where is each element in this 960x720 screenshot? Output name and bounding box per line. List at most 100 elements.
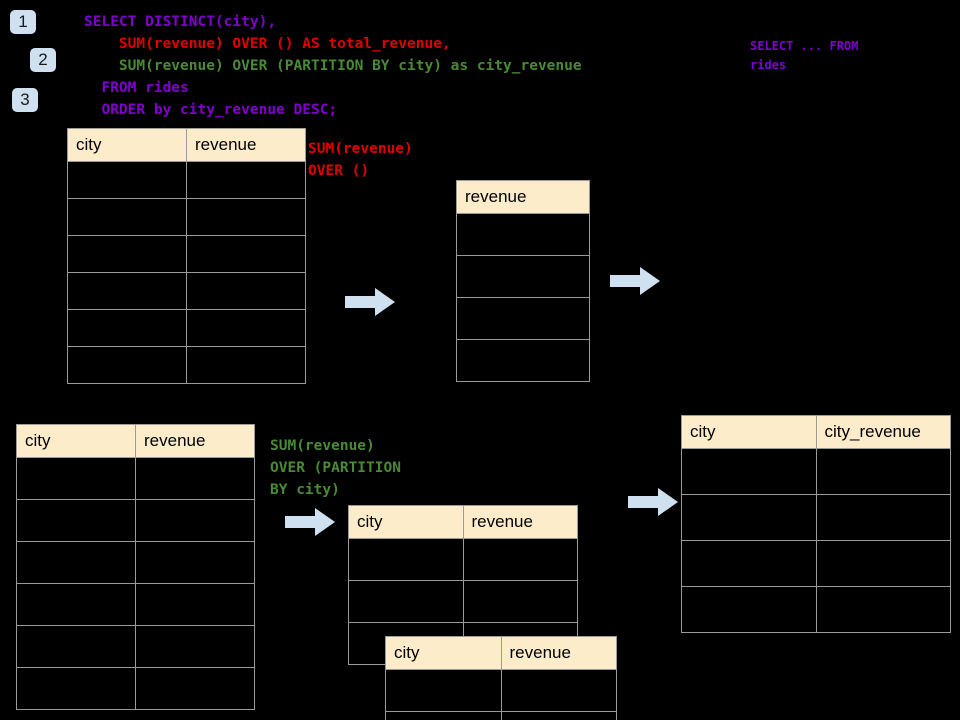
table-row — [348, 538, 578, 581]
table-cell — [67, 346, 187, 384]
column-header-city: city — [385, 636, 502, 670]
table-cell — [186, 346, 306, 384]
sql-line-city-revenue: SUM(revenue) OVER (PARTITION BY city) as… — [84, 58, 582, 74]
table-cell — [135, 541, 255, 584]
table-cell — [385, 669, 502, 712]
table-row — [16, 457, 255, 500]
total-revenue-annotation: SUM(revenue) OVER () — [308, 141, 413, 179]
table-cell — [135, 583, 255, 626]
table-row — [67, 235, 306, 273]
table-cell — [500, 669, 617, 712]
sql-line-select: SELECT DISTINCT(city), — [84, 14, 277, 30]
table-row — [456, 213, 590, 256]
table-header-row: city revenue — [67, 128, 306, 162]
table-cell — [186, 235, 306, 273]
table-cell — [681, 448, 817, 495]
table-row — [385, 711, 617, 720]
table-row — [16, 583, 255, 626]
column-header-city: city — [348, 505, 464, 539]
table-row — [681, 448, 951, 495]
table-cell — [16, 541, 136, 584]
table-row — [681, 494, 951, 541]
table-cell — [348, 580, 464, 623]
table-cell — [67, 161, 187, 199]
table-header-row: city revenue — [16, 424, 255, 458]
table-cell — [681, 586, 817, 633]
table-cell — [462, 580, 578, 623]
table-cell — [67, 272, 187, 310]
table-row — [16, 667, 255, 710]
table-header-row: city revenue — [348, 505, 578, 539]
table-cell — [456, 339, 590, 382]
table-row — [16, 499, 255, 542]
table-row — [456, 339, 590, 382]
table-header-row: city revenue — [385, 636, 617, 670]
final-result-table: city city_revenue — [681, 415, 951, 633]
table-row — [16, 541, 255, 584]
table-cell — [681, 540, 817, 587]
table-cell — [67, 309, 187, 347]
step-badge-2: 2 — [30, 48, 56, 72]
table-header-row: revenue — [456, 180, 590, 214]
table-row — [67, 346, 306, 384]
table-cell — [348, 538, 464, 581]
table-cell — [135, 499, 255, 542]
sql-line-total-revenue: SUM(revenue) OVER () AS total_revenue, — [84, 36, 451, 52]
city-revenue-annotation: SUM(revenue) OVER (PARTITION BY city) — [270, 438, 401, 498]
rides-source-table: city revenue — [67, 128, 306, 384]
column-header-city: city — [681, 415, 817, 449]
table-row — [456, 255, 590, 298]
table-cell — [16, 625, 136, 668]
table-cell — [186, 161, 306, 199]
table-cell — [815, 586, 951, 633]
table-cell — [135, 457, 255, 500]
column-header-revenue: revenue — [456, 180, 590, 214]
sql-line-from: FROM rides — [84, 80, 189, 96]
table-cell — [456, 255, 590, 298]
table-cell — [135, 625, 255, 668]
column-header-revenue: revenue — [135, 424, 255, 458]
table-row — [348, 580, 578, 623]
table-cell — [16, 457, 136, 500]
table-row — [385, 669, 617, 712]
arrow-partition-to-result — [628, 488, 678, 521]
table-cell — [67, 235, 187, 273]
table-cell — [385, 711, 502, 720]
table-row — [67, 272, 306, 310]
sql-line-order-by: ORDER by city_revenue DESC; — [84, 102, 338, 118]
column-header-revenue: revenue — [500, 636, 617, 670]
column-header-city: city — [67, 128, 187, 162]
arrow-source-to-partition — [285, 508, 335, 541]
step-badge-1: 1 — [10, 10, 36, 34]
table-row — [67, 198, 306, 236]
column-header-city-revenue: city_revenue — [815, 415, 951, 449]
table-cell — [681, 494, 817, 541]
table-row — [681, 586, 951, 633]
arrow-source-to-total — [345, 288, 395, 321]
table-row — [456, 297, 590, 340]
table-cell — [456, 213, 590, 256]
table-cell — [186, 309, 306, 347]
table-cell — [462, 538, 578, 581]
table-row — [67, 309, 306, 347]
table-cell — [500, 711, 617, 720]
table-row — [681, 540, 951, 587]
table-cell — [815, 494, 951, 541]
table-cell — [16, 583, 136, 626]
table-cell — [186, 272, 306, 310]
table-cell — [456, 297, 590, 340]
table-cell — [135, 667, 255, 710]
table-cell — [16, 499, 136, 542]
step-badge-3: 3 — [12, 88, 38, 112]
column-header-revenue: revenue — [462, 505, 578, 539]
select-from-rides-note: SELECT ... FROM rides — [750, 39, 859, 72]
table-cell — [186, 198, 306, 236]
rides-source-table-2: city revenue — [16, 424, 255, 710]
partition-table-front: city revenue — [385, 636, 617, 720]
total-revenue-table: revenue — [456, 180, 590, 382]
table-header-row: city city_revenue — [681, 415, 951, 449]
table-cell — [815, 448, 951, 495]
table-row — [67, 161, 306, 199]
table-cell — [67, 198, 187, 236]
